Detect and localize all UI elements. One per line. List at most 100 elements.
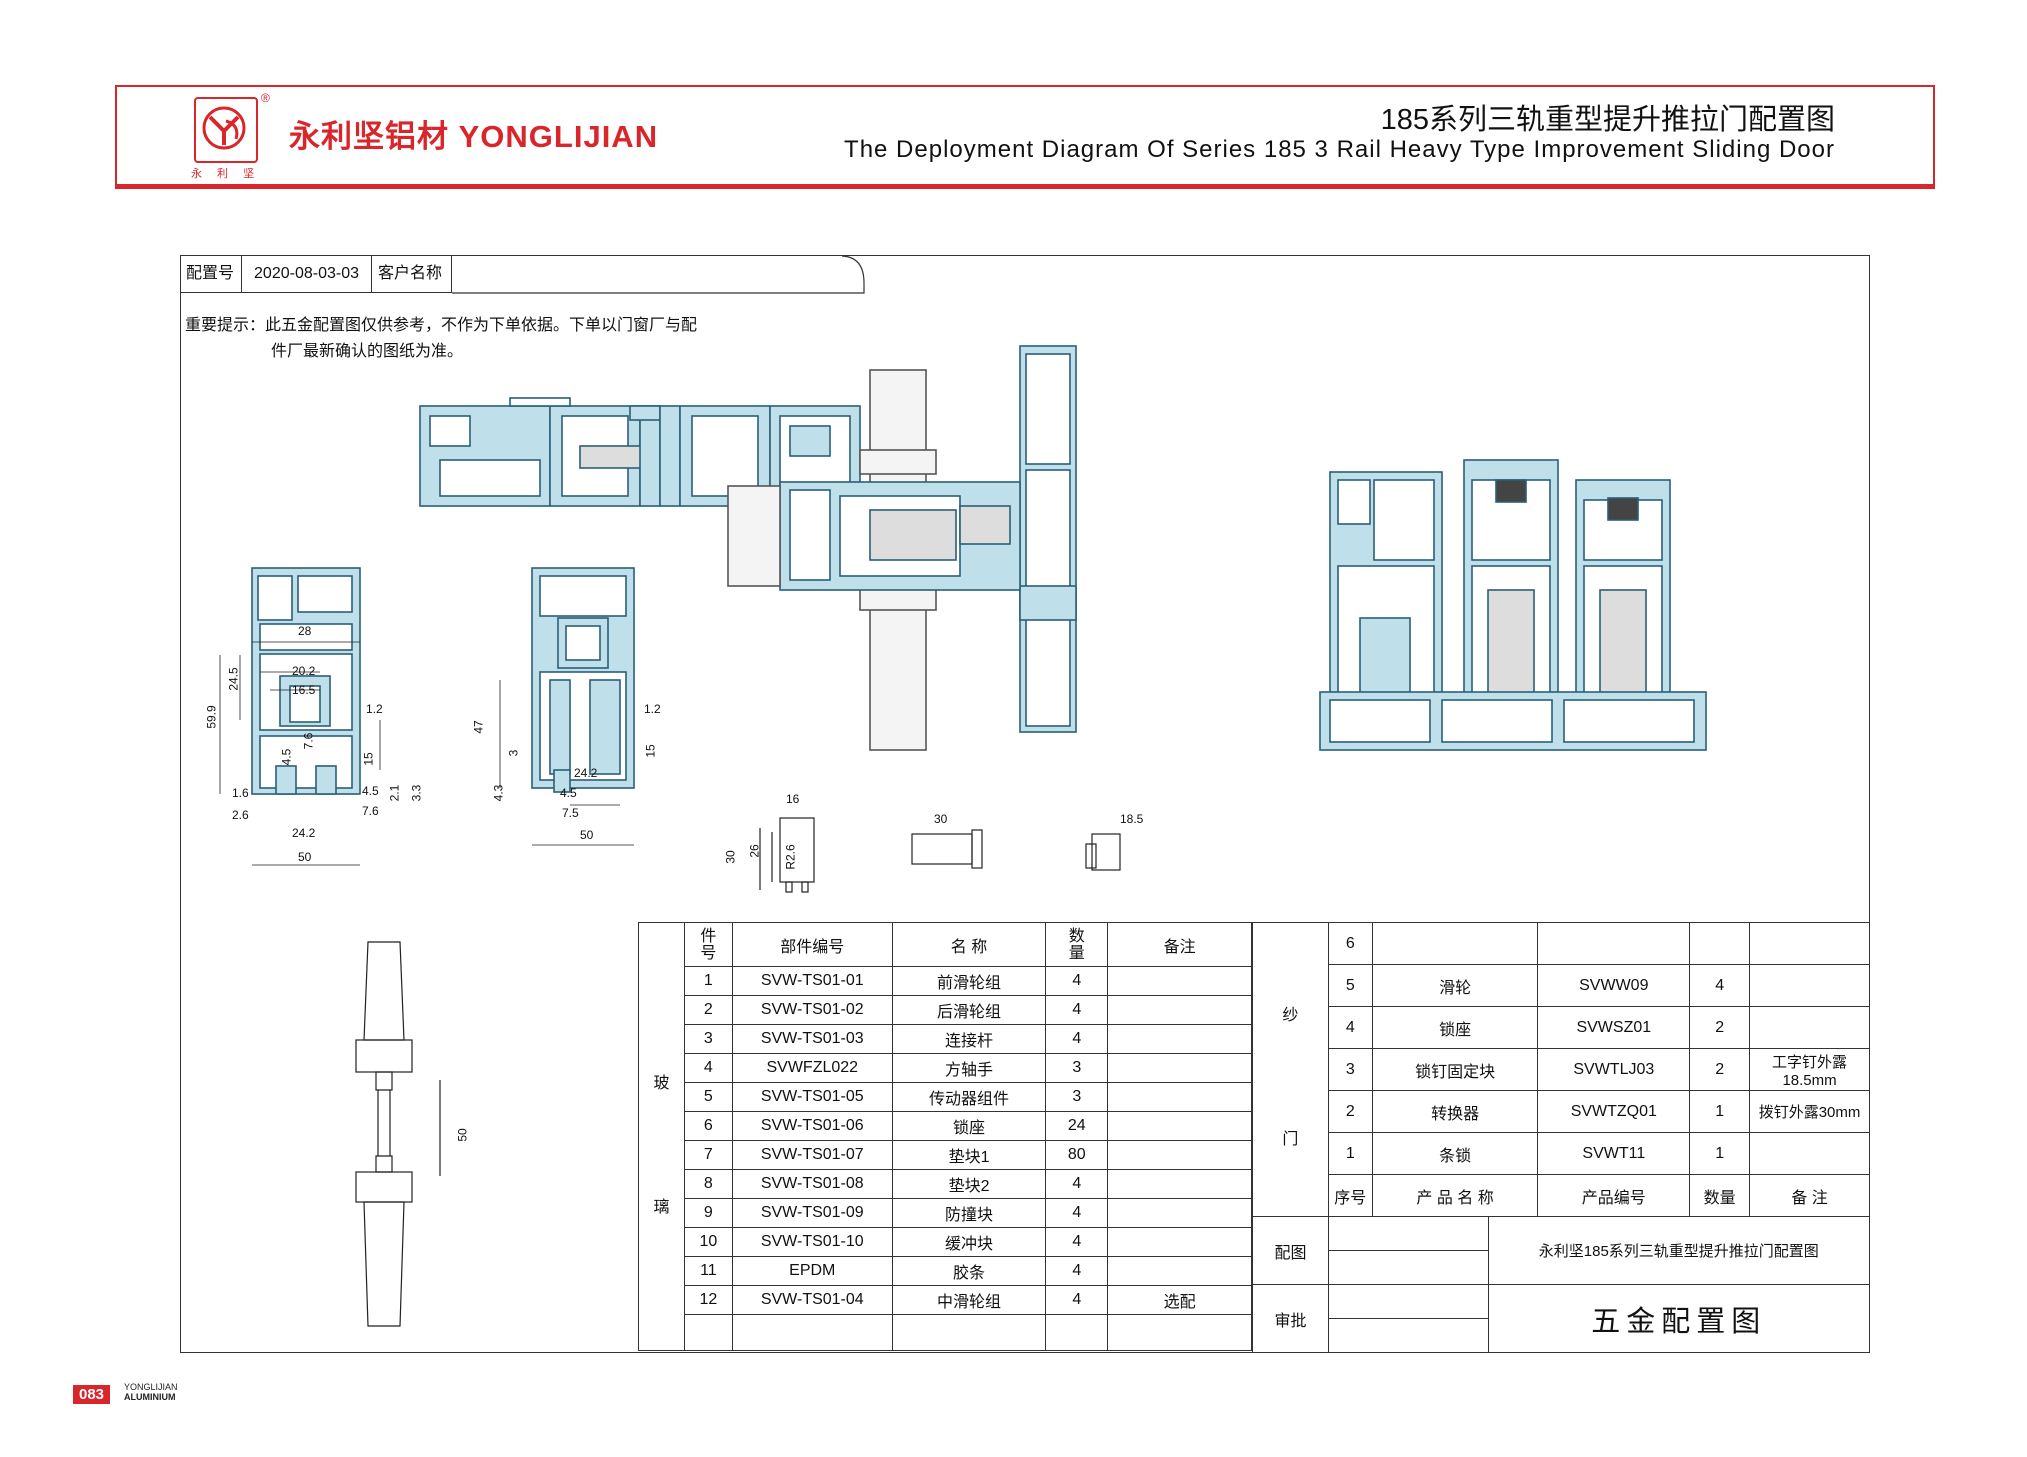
dim-label: 16 [786, 792, 800, 806]
cell [1107, 966, 1252, 996]
shenpi-blank [1327, 1284, 1489, 1319]
cell: 传动器组件 [891, 1082, 1047, 1112]
dim-label: 4.3 [491, 784, 506, 802]
col-header-serial: 序号 [1327, 1174, 1373, 1217]
cell: SVW-TS01-08 [731, 1169, 893, 1199]
dim-label: 30 [723, 850, 738, 864]
col-header-remark: 备 注 [1749, 1174, 1870, 1217]
cell: 4 [1045, 1227, 1109, 1257]
top-horizontal-profile-drawing [419, 397, 861, 507]
config-row-outline [452, 255, 865, 294]
dim-label: 1.2 [644, 702, 661, 716]
footer-brand-line-1: YONGLIJIAN [124, 1382, 178, 1392]
cell: 5 [683, 1082, 733, 1112]
cell: 3 [1327, 1048, 1373, 1091]
config-no-value: 2020-08-03-03 [242, 255, 372, 293]
cell: SVWT11 [1537, 1132, 1691, 1175]
cell: SVWTLJ03 [1537, 1048, 1691, 1091]
col-header-qty: 数量 [1689, 1174, 1751, 1217]
cell: 缓冲块 [891, 1227, 1047, 1257]
cell: 6 [1327, 922, 1373, 965]
cell [1107, 1024, 1252, 1054]
title-block: 配图 永利坚185系列三轨重型提升推拉门配置图 审批 五金配置图 [1252, 1216, 1871, 1353]
cell: 1 [1689, 1132, 1751, 1175]
footer-brand: YONGLIJIAN ALUMINIUM [124, 1382, 178, 1402]
cell: 11 [683, 1256, 733, 1286]
middle-cross-section-drawing [727, 345, 1077, 751]
cell: 4 [1327, 1006, 1373, 1049]
logo-caption: 永 利 坚 [191, 168, 261, 180]
cell [1107, 1053, 1252, 1083]
cell: 10 [683, 1227, 733, 1257]
col-header-qty: 数 量 [1045, 922, 1109, 967]
page-title-cn: 185系列三轨重型提升推拉门配置图 [1380, 104, 1835, 136]
cell: 4 [1045, 1024, 1109, 1054]
screen-group-label-cell: 纱 门 [1252, 922, 1329, 1217]
note-line-2: 件厂最新确认的图纸为准。 [271, 343, 464, 360]
cell: SVWSZ01 [1537, 1006, 1691, 1049]
cell: 锁钉固定块 [1371, 1048, 1539, 1091]
cell: 滑轮 [1371, 964, 1539, 1007]
col-header-item-no: 件 号 [683, 922, 733, 967]
cell [1107, 1256, 1252, 1286]
registered-mark: ® [261, 91, 270, 105]
cell: SVWFZL022 [731, 1053, 893, 1083]
dim-label: 30 [934, 812, 948, 826]
dim-label: 7.6 [362, 804, 379, 818]
dim-label: 4.5 [560, 786, 577, 800]
cell: SVW-TS01-07 [731, 1140, 893, 1170]
cell [1689, 922, 1751, 965]
cell: 锁座 [1371, 1006, 1539, 1049]
dim-label: 50 [455, 1128, 470, 1142]
dim-label: 3.3 [409, 784, 424, 802]
cell: 2 [1327, 1090, 1373, 1133]
dim-label: 1.6 [232, 786, 249, 800]
peizhi-label: 配图 [1252, 1216, 1329, 1285]
cell: 6 [683, 1111, 733, 1141]
cell: 垫块1 [891, 1140, 1047, 1170]
cell: 3 [683, 1024, 733, 1054]
cell: 4 [1045, 966, 1109, 996]
cell: 3 [1045, 1053, 1109, 1083]
drawing-sheet [180, 255, 1870, 1353]
cell: 24 [1045, 1111, 1109, 1141]
cell [1537, 922, 1691, 965]
dim-label: 3 [506, 749, 521, 757]
cell: 2 [1689, 1006, 1751, 1049]
profile-drawings [219, 345, 1707, 866]
cell: 4 [1045, 1285, 1109, 1315]
glass-label-1: 玻 [653, 1075, 670, 1092]
cell [1749, 1132, 1870, 1175]
cell [1749, 1006, 1870, 1049]
cell [1045, 1314, 1109, 1351]
profile-2-drawing [531, 567, 635, 793]
glass-group-label-cell: 玻 璃 [638, 922, 685, 1351]
cell [1371, 922, 1539, 965]
dim-label: 18.5 [1120, 812, 1144, 826]
cell: 胶条 [891, 1256, 1047, 1286]
customer-label: 客户名称 [372, 255, 452, 293]
dim-label: 24.2 [292, 826, 316, 840]
cell: 垫块2 [891, 1169, 1047, 1199]
cell: 转换器 [1371, 1090, 1539, 1133]
peizhi-value: 永利坚185系列三轨重型提升推拉门配置图 [1487, 1216, 1871, 1285]
cell: SVW-TS01-05 [731, 1082, 893, 1112]
cell [731, 1314, 893, 1351]
cell [891, 1314, 1047, 1351]
cell [1107, 1082, 1252, 1112]
cell [683, 1314, 733, 1351]
cell: 拨钉外露30mm [1749, 1090, 1870, 1133]
table-row-empty [639, 1314, 1252, 1351]
dim-label: 1.2 [366, 702, 383, 716]
